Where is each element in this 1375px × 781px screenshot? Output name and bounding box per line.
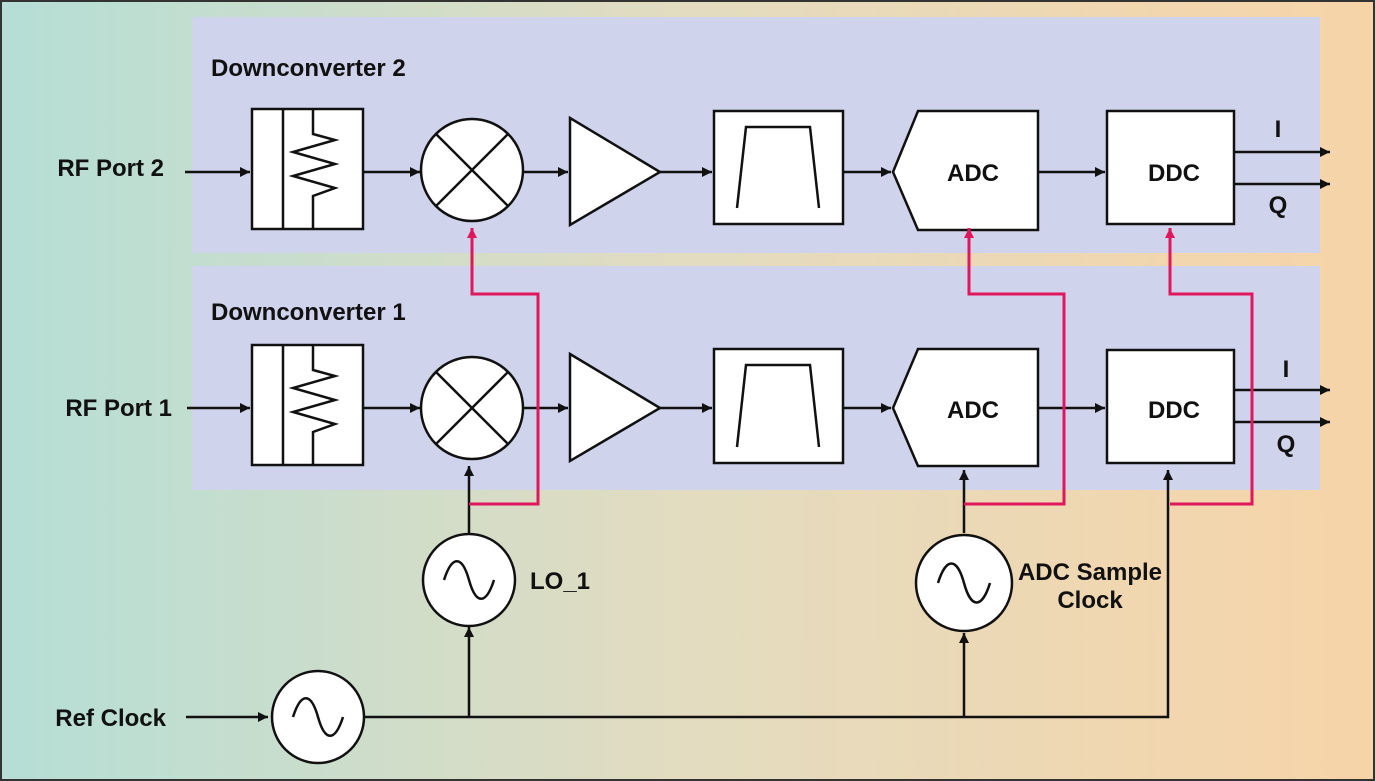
output-i-2: I bbox=[1275, 116, 1282, 143]
filter-block-2 bbox=[712, 109, 845, 226]
mixer-2 bbox=[419, 117, 525, 223]
mixer-cross-icon bbox=[435, 371, 509, 445]
adc-block-2: ADC bbox=[891, 109, 1040, 232]
sine-wave-icon bbox=[936, 562, 992, 604]
ref-clock-oscillator bbox=[270, 669, 366, 765]
adc-1-label: ADC bbox=[947, 397, 999, 424]
ddc-block-1: DDC bbox=[1105, 348, 1236, 465]
mixer-cross-icon bbox=[435, 133, 509, 207]
adc-2-label: ADC bbox=[947, 160, 999, 187]
clock-routing-to-dc2 bbox=[467, 228, 1254, 506]
lo-1-oscillator bbox=[421, 532, 517, 628]
ddc-block-2: DDC bbox=[1105, 109, 1236, 226]
adc-block-1: ADC bbox=[891, 347, 1040, 468]
mixer-1 bbox=[419, 355, 525, 461]
rf-port-1-label: RF Port 1 bbox=[65, 395, 172, 422]
sine-wave-icon bbox=[442, 560, 496, 600]
adc-sample-clock-label-line2: Clock bbox=[1057, 587, 1123, 614]
amplifier-triangle-icon bbox=[568, 115, 663, 228]
attenuator-block-2 bbox=[250, 107, 365, 231]
sine-wave-icon bbox=[291, 697, 345, 737]
output-q-1: Q bbox=[1277, 431, 1296, 458]
amplifier-triangle-icon bbox=[568, 351, 663, 464]
ddc-1-label: DDC bbox=[1148, 397, 1200, 424]
filter-block-1 bbox=[712, 347, 845, 465]
ref-clock-label: Ref Clock bbox=[55, 705, 166, 732]
signal-lines-dc2 bbox=[185, 147, 1330, 189]
downconverter-1-title: Downconverter 1 bbox=[211, 299, 406, 326]
rf-port-2-label: RF Port 2 bbox=[57, 155, 164, 182]
bandpass-filter-icon bbox=[735, 125, 821, 209]
attenuator-block-1 bbox=[250, 343, 365, 467]
ddc-2-label: DDC bbox=[1148, 160, 1200, 187]
downconverter-2-title: Downconverter 2 bbox=[211, 55, 406, 82]
output-i-1: I bbox=[1283, 356, 1290, 383]
resistor-zigzag-icon bbox=[281, 109, 340, 229]
resistor-zigzag-icon bbox=[281, 345, 340, 465]
bandpass-filter-icon bbox=[735, 363, 821, 448]
adc-sample-clock-oscillator bbox=[914, 533, 1014, 633]
lo-1-label: LO_1 bbox=[530, 568, 590, 595]
clock-lines bbox=[186, 466, 1173, 722]
adc-sample-clock-label-line1: ADC Sample bbox=[1018, 559, 1162, 586]
signal-lines-dc1 bbox=[187, 385, 1330, 427]
output-q-2: Q bbox=[1269, 192, 1288, 219]
